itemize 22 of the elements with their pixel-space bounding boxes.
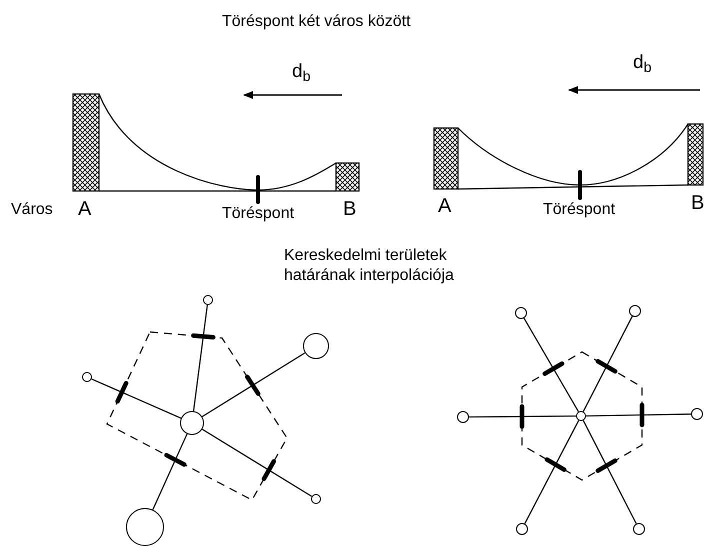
label-text: Város: [11, 202, 53, 218]
connector-line: [524, 420, 580, 524]
distance-symbol: d$_{b}$: [292, 62, 311, 81]
point-label: B: [343, 199, 356, 219]
connector-line: [582, 420, 637, 524]
connector-line: [524, 318, 579, 412]
connector-line: [586, 414, 692, 417]
distance-symbol: d$_{b}$: [633, 53, 652, 72]
connector-line: [202, 428, 312, 497]
title: Töréspont két város között: [222, 12, 411, 32]
section-heading: Kereskedelmi területek határának interpolációja: [284, 246, 455, 286]
point-label: A: [78, 199, 92, 219]
breakpoint-label: Töréspont: [543, 202, 616, 218]
connector-line: [91, 378, 182, 419]
connector-line: [152, 434, 188, 510]
connector-line: [582, 316, 633, 412]
connector-line: [192, 304, 208, 412]
breakpoint-label: Töréspont: [222, 206, 294, 222]
point-label: A: [438, 196, 452, 216]
point-label: B: [691, 193, 704, 213]
connector-line: [202, 352, 306, 418]
connector-line: [469, 415, 576, 418]
